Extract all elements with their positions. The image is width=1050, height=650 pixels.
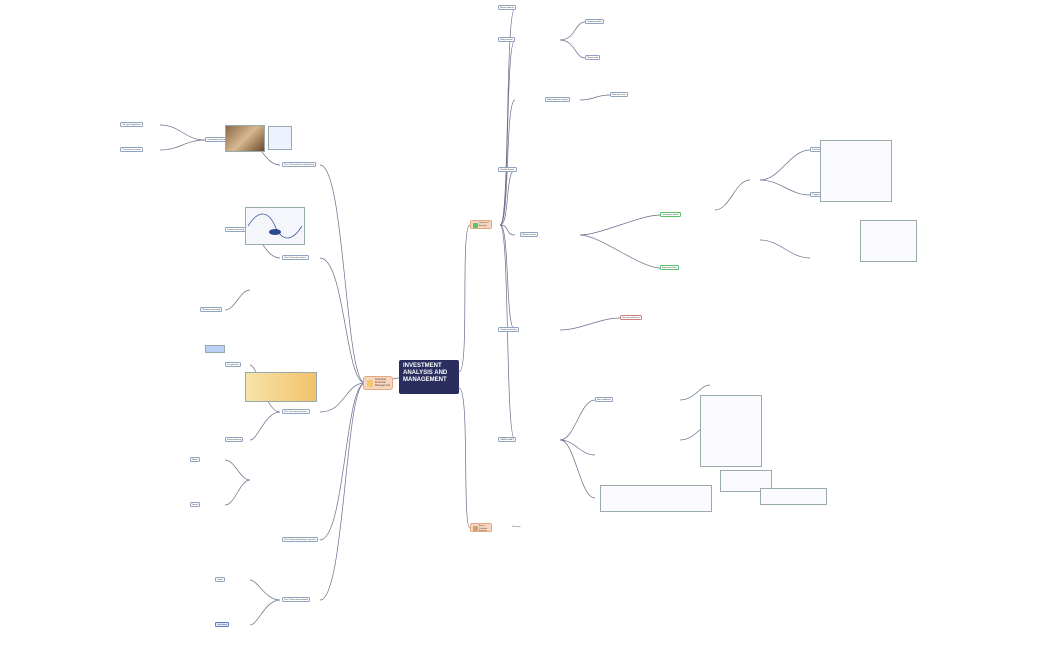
topic-node[interactable]: Part 1 Personal financial planning (282, 162, 317, 168)
hub-label: Asset Portfolio Analysis (479, 525, 488, 533)
topic-node[interactable]: Part 5 Tools and evaluation (282, 597, 311, 603)
topic-node[interactable]: Derivatives (215, 622, 230, 628)
wave-curve-icon (247, 213, 303, 239)
topic-node[interactable]: Part 3 Investment process (282, 409, 310, 415)
topic-node[interactable]: Time value of money (120, 147, 143, 153)
central-topic[interactable]: INVESTMENT ANALYSIS AND MANAGEMENT (399, 360, 459, 394)
highlight-tag (205, 345, 225, 353)
topic-node[interactable]: Funds (215, 577, 225, 583)
hub-statistical-analysis[interactable]: Statistical Analysis (470, 220, 492, 229)
topic-node[interactable]: Beta coefficient (595, 397, 614, 403)
topic-node[interactable]: Portfolio frontier (498, 167, 517, 173)
topic-node[interactable]: Mean-variance analysis (545, 97, 571, 103)
topic-node[interactable]: Life cycle hypothesis (120, 122, 143, 128)
formula-panel (760, 488, 827, 505)
hub-label: Individual Financial Management (375, 378, 391, 387)
topic-node[interactable]: Covariance matrix (660, 212, 681, 218)
topic-node[interactable]: Return and risk (498, 5, 516, 11)
portfolio-icon (472, 525, 478, 531)
hub-individual-financial-management[interactable]: Individual Financial Management (363, 376, 393, 390)
sunset-image (225, 125, 265, 152)
topic-node[interactable]: Part 2 Financial products (282, 255, 309, 261)
formula-panel (600, 485, 712, 512)
topic-node[interactable]: Stocks (190, 502, 201, 508)
central-title: INVESTMENT ANALYSIS AND MANAGEMENT (403, 363, 448, 383)
topic-node[interactable]: Insurance planning (225, 227, 247, 233)
topic-node[interactable]: Estate planning (225, 437, 244, 443)
formula-panel (820, 140, 892, 202)
formula-panel (720, 470, 772, 492)
topic-node[interactable]: Retirement planning (200, 307, 223, 313)
hub-label: Statistical Analysis (479, 222, 489, 227)
summary-label: Summary (512, 526, 521, 528)
hub-asset-portfolio-analysis[interactable]: Asset Portfolio Analysis (470, 523, 492, 532)
topic-node[interactable]: Part 4 Financial planning in practice (282, 537, 319, 543)
topic-node[interactable]: Bonds (190, 457, 201, 463)
chart-icon (472, 222, 478, 228)
lightbulb-icon (367, 380, 373, 387)
formula-panel (700, 395, 762, 467)
topic-node[interactable]: CAPM and APT (498, 437, 517, 443)
process-diagram-thumbnail (245, 372, 317, 402)
topic-node[interactable]: Security market line (620, 315, 642, 321)
topic-node[interactable]: Optimal portfolio (585, 19, 604, 25)
topic-node[interactable]: Capital market line (498, 327, 519, 333)
topic-node[interactable]: Expected return (660, 265, 679, 271)
formula-panel (860, 220, 917, 262)
topic-node[interactable]: Sharpe ratio (585, 55, 601, 61)
diagram-thumbnail (268, 126, 292, 150)
topic-node[interactable]: Efficient frontier (520, 232, 539, 238)
topic-node[interactable]: Tax planning (225, 362, 241, 368)
topic-node[interactable]: Utility function (498, 37, 515, 43)
wave-chart-thumbnail (245, 207, 305, 245)
topic-node[interactable]: Risk-free asset (610, 92, 628, 98)
